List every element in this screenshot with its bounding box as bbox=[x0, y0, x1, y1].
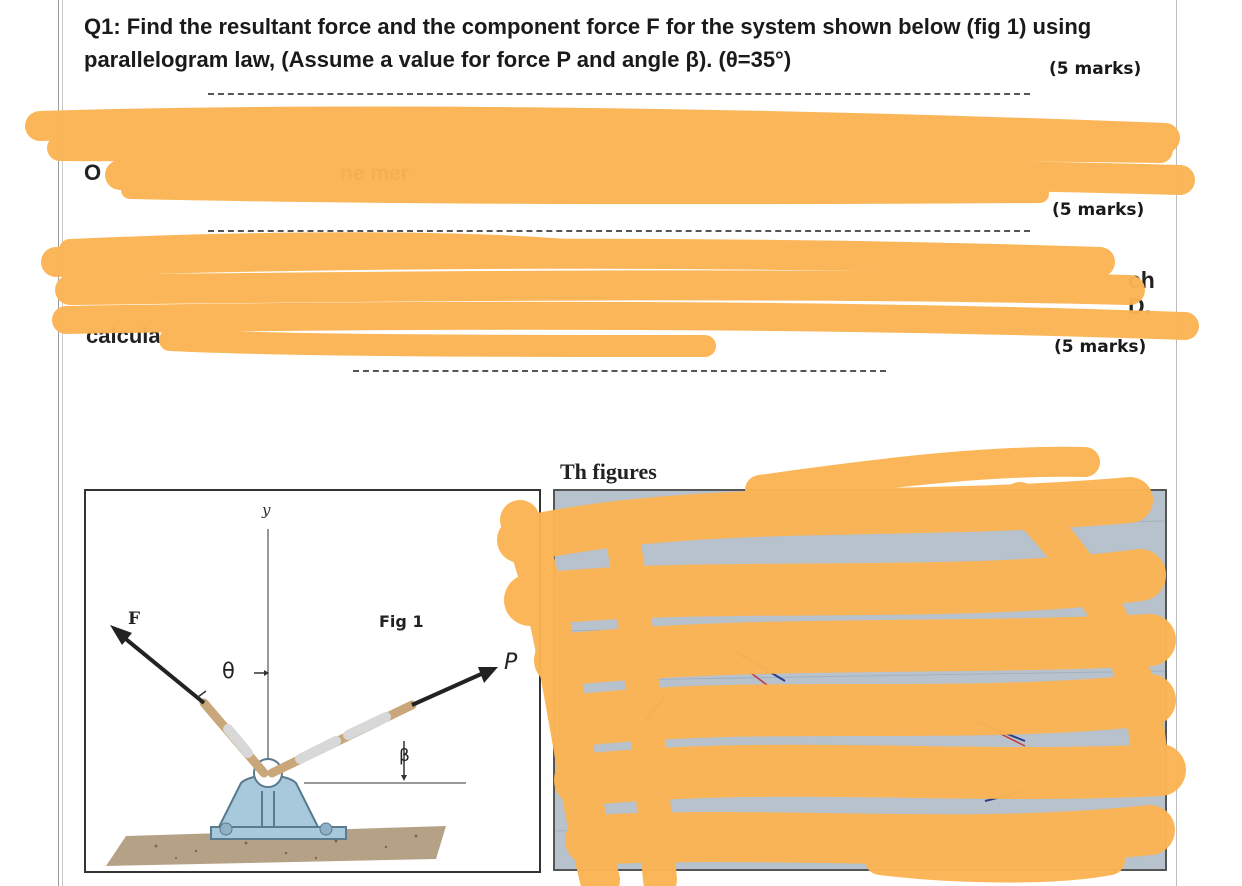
ground-texture-icon bbox=[154, 834, 418, 860]
answer-dash-line-1 bbox=[208, 93, 1030, 95]
figures-section-title: Th figures bbox=[560, 459, 657, 484]
answer-dash-line-3 bbox=[353, 370, 886, 372]
question-2-fragment-start: O bbox=[84, 160, 102, 185]
force-f-arrowhead-icon bbox=[110, 625, 132, 645]
figure-1-diagram: y F P θ β bbox=[106, 501, 518, 866]
force-p-arrow bbox=[411, 669, 489, 707]
ground-icon bbox=[106, 826, 446, 866]
page-border-inner bbox=[62, 0, 63, 886]
theta-indicator-icon bbox=[197, 690, 207, 698]
page-border-left bbox=[58, 0, 59, 886]
force-p-label: P bbox=[504, 650, 518, 675]
question-1-marks: (5 marks) bbox=[1049, 59, 1142, 79]
figure-1-frame: y F P θ β bbox=[84, 489, 541, 873]
page-border-right bbox=[1176, 0, 1177, 886]
support-base-icon bbox=[210, 826, 347, 840]
question-1-text: Q1: Find the resultant force and the com… bbox=[84, 14, 1092, 72]
force-p-arrowhead-icon bbox=[478, 667, 498, 683]
question-2-marks: (5 marks) bbox=[1052, 200, 1145, 220]
axis-y-label: y bbox=[261, 501, 271, 519]
force-f-label: F bbox=[128, 609, 140, 629]
figure-1-caption: Fig 1 bbox=[379, 612, 424, 631]
angle-theta-label: θ bbox=[222, 659, 235, 683]
question-3-marks: (5 marks) bbox=[1054, 337, 1147, 357]
force-f-arrow bbox=[114, 629, 206, 705]
answer-dash-line-2 bbox=[208, 230, 1030, 232]
angle-beta-label: β bbox=[399, 746, 410, 766]
